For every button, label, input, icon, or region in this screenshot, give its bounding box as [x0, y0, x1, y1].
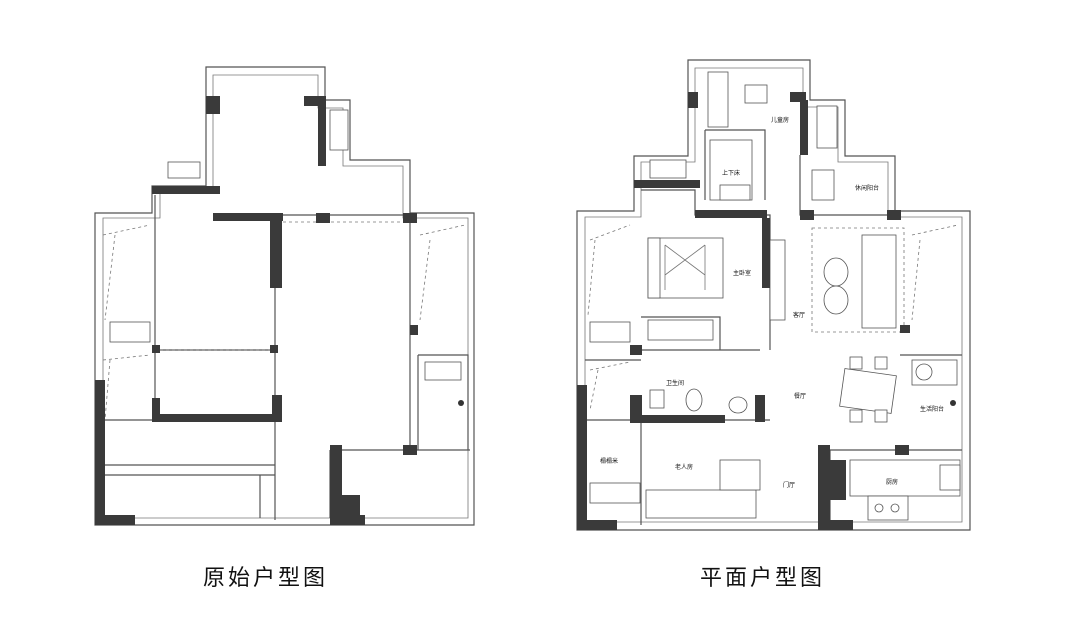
caption-original-plan: 原始户型图: [203, 566, 329, 591]
room-label-living-room: 客厅: [793, 312, 806, 319]
furnished-floor-plan: [576, 59, 971, 531]
room-label-entrance: 门厅: [783, 482, 796, 489]
original-floor-plan: [94, 66, 475, 526]
room-label-kids-room: 儿童房: [771, 117, 790, 124]
room-label-kitchen: 厨房: [886, 479, 899, 486]
room-label-tatami: 榻榻米: [600, 458, 619, 465]
room-label-dining-room: 餐厅: [794, 393, 807, 400]
room-label-bunk-bed: 上下床: [722, 170, 741, 177]
room-label-master-bedroom: 主卧室: [733, 270, 752, 277]
room-label-bathroom: 卫生间: [666, 380, 685, 387]
room-label-utility-balcony: 生活阳台: [920, 406, 945, 413]
caption-furnished-plan: 平面户型图: [700, 566, 826, 591]
room-label-leisure-balcony: 休闲阳台: [855, 185, 880, 192]
room-label-elderly-room: 老人房: [675, 464, 694, 471]
